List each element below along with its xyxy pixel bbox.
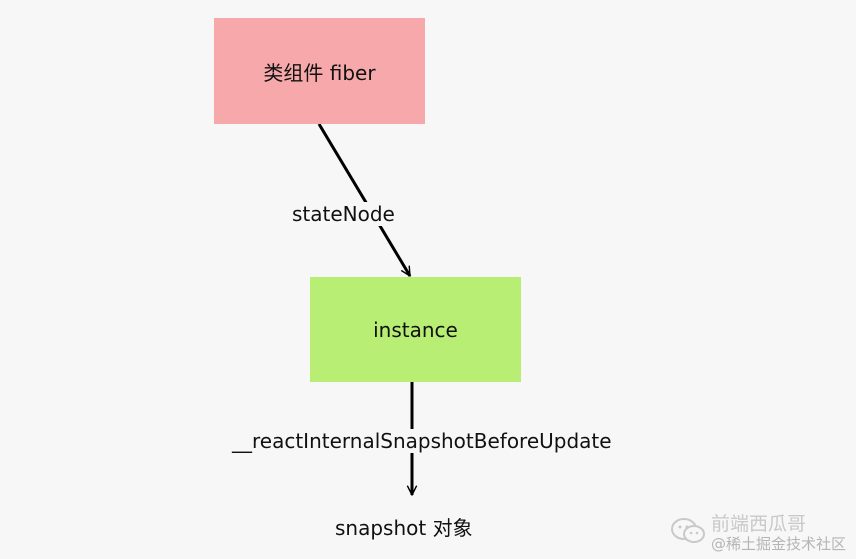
wechat-icon	[669, 516, 707, 550]
watermark-channel: 前端西瓜哥	[710, 513, 806, 535]
fiber-node-label: 类组件 fiber	[263, 60, 376, 85]
edge-label-statenode: stateNode	[290, 202, 397, 226]
watermark: 前端西瓜哥 @稀土掘金技术社区	[669, 513, 846, 553]
watermark-source: @稀土掘金技术社区	[710, 535, 846, 553]
edge-label-snapshot-property: __reactInternalSnapshotBeforeUpdate	[230, 429, 614, 453]
instance-node: instance	[310, 277, 521, 382]
instance-node-label: instance	[373, 317, 458, 342]
edge-fiber-to-instance	[317, 123, 412, 277]
snapshot-node-label: snapshot 对象	[335, 516, 473, 540]
fiber-node: 类组件 fiber	[214, 18, 425, 124]
